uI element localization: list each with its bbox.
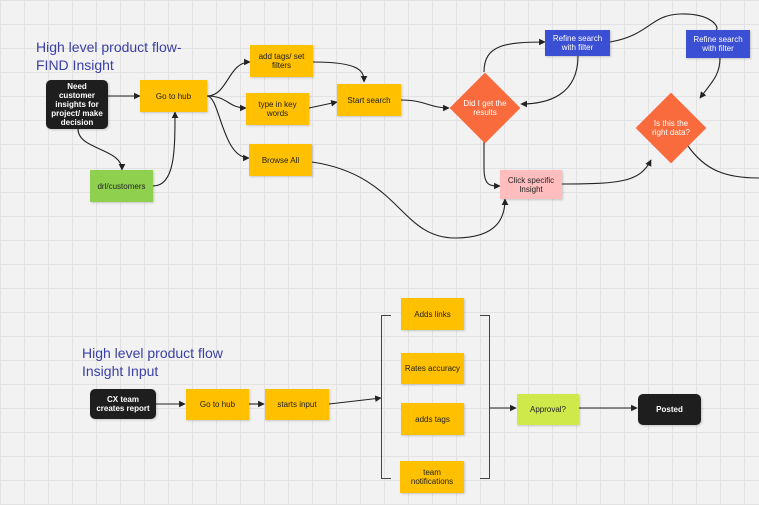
node-drl-customers[interactable]: drl/customers <box>90 170 153 202</box>
edge-hub-to-tags <box>206 58 251 97</box>
node-browse-all-label: Browse All <box>261 155 300 165</box>
node-adds-tags[interactable]: adds tags <box>401 403 464 435</box>
node-starts-input-label: starts input <box>277 400 317 409</box>
edge-did-to-click <box>483 142 501 190</box>
decision-right-label: Is this the right data? <box>652 119 690 137</box>
decision-is-this-right[interactable]: Is this the right data? <box>635 92 707 164</box>
node-team-notifications-label: team notifications <box>410 468 454 486</box>
decision-did-i-get-results[interactable]: Did I get the results <box>449 72 521 144</box>
node-browse-all[interactable]: Browse All <box>249 144 312 176</box>
edge-click-to-right <box>561 159 652 185</box>
edge-did-to-refine1 <box>483 38 546 73</box>
edge-keywords-to-search <box>308 100 338 109</box>
edge-tags-to-search <box>312 61 368 83</box>
node-cx-team[interactable]: CX team creates report <box>90 389 156 419</box>
input-title-line-2: Insight Input <box>82 363 159 379</box>
group-bracket-left <box>381 315 391 479</box>
edge-hub-to-browse <box>206 95 250 162</box>
edge-right-onward <box>687 145 759 179</box>
node-input-go-to-hub[interactable]: Go to hub <box>186 389 249 420</box>
node-team-notifications[interactable]: team notifications <box>400 461 464 493</box>
node-start-search[interactable]: Start search <box>337 84 401 116</box>
edge-drl-to-hub <box>152 111 179 187</box>
input-flow-title: High level product flow Insight Input <box>82 344 223 380</box>
edge-search-to-did <box>400 99 450 112</box>
edge-browse-to-click <box>311 161 509 239</box>
edge-hub-to-keywords <box>206 95 247 112</box>
node-drl-customers-label: drl/customers <box>97 181 146 191</box>
node-need-insights[interactable]: Need customer insights for project/ make… <box>46 80 108 129</box>
node-adds-tags-label: adds tags <box>415 414 450 424</box>
edge-refine2-to-right <box>699 57 721 99</box>
node-go-to-hub-label: Go to hub <box>155 91 192 101</box>
node-posted[interactable]: Posted <box>638 394 701 425</box>
edge-starts-to-bracket <box>328 395 382 405</box>
node-add-tags-label: add tags/ set filters <box>258 52 305 70</box>
node-need-insights-label: Need customer insights for project/ make… <box>51 82 103 127</box>
find-flow-title: High level product flow- FIND Insight <box>36 38 182 74</box>
node-rates-accuracy[interactable]: Rates accuracy <box>401 353 464 384</box>
edge-refine1-to-did <box>520 55 579 108</box>
input-title-line-1: High level product flow <box>82 345 223 361</box>
decision-did-label: Did I get the results <box>463 99 507 117</box>
node-posted-label: Posted <box>656 405 683 414</box>
node-approval[interactable]: Approval? <box>517 394 579 425</box>
node-adds-links-label: Adds links <box>414 309 451 319</box>
group-bracket-right <box>480 315 490 479</box>
find-title-line-1: High level product flow- <box>36 39 182 55</box>
node-start-search-label: Start search <box>347 95 391 105</box>
node-refine-search-2-label: Refine search with filter <box>693 35 743 53</box>
node-starts-input[interactable]: starts input <box>265 389 329 420</box>
node-rates-accuracy-label: Rates accuracy <box>404 364 461 373</box>
node-go-to-hub[interactable]: Go to hub <box>140 80 207 112</box>
find-title-line-2: FIND Insight <box>36 57 114 73</box>
node-refine-search-1[interactable]: Refine search with filter <box>545 30 610 56</box>
node-add-tags[interactable]: add tags/ set filters <box>250 45 313 77</box>
node-click-specific-label: Click specific Insight <box>507 175 555 194</box>
node-cx-team-label: CX team creates report <box>96 395 150 413</box>
node-approval-label: Approval? <box>529 405 567 414</box>
node-type-keywords-label: type in key words <box>258 100 297 118</box>
node-refine-search-1-label: Refine search with filter <box>552 34 603 52</box>
node-click-specific[interactable]: Click specific Insight <box>500 170 562 199</box>
node-input-go-to-hub-label: Go to hub <box>199 400 236 409</box>
node-refine-search-2[interactable]: Refine search with filter <box>686 30 750 58</box>
edge-refine1-to-refine2 <box>609 13 718 43</box>
edge-need-to-drl <box>77 128 126 171</box>
node-adds-links[interactable]: Adds links <box>401 298 464 330</box>
node-type-keywords[interactable]: type in key words <box>246 93 309 125</box>
